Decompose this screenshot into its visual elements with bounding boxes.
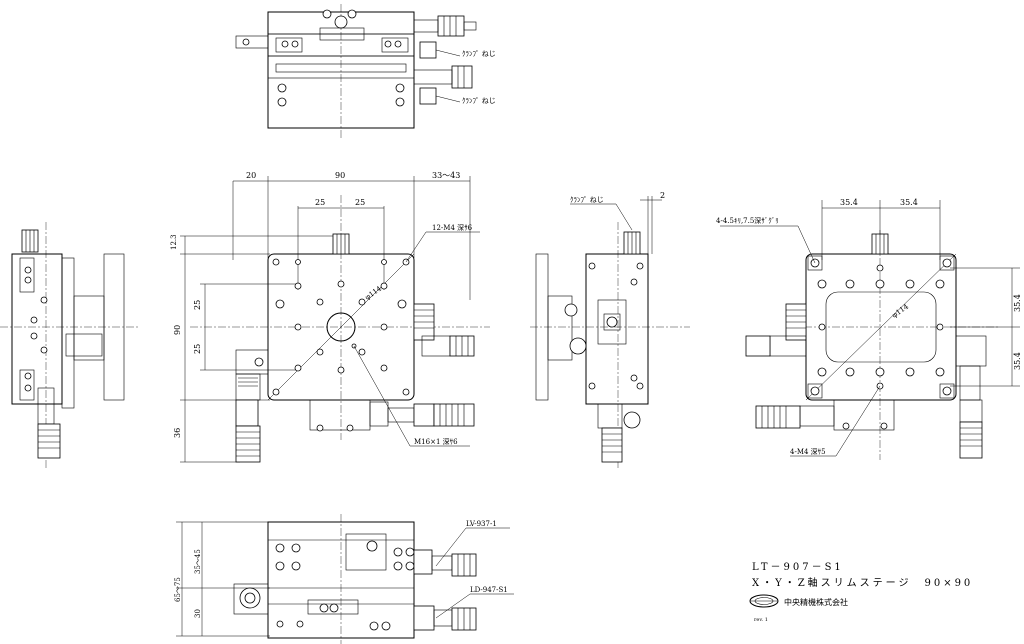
title-block: LT－907－S1 X・Y・Z軸スリムステージ 90×90 中央精機株式会社 r…: [749, 562, 973, 623]
top-clamp-label-1: ｸﾗﾝﾌﾟ ねじ: [462, 50, 496, 58]
bottom-dim-35-4a: 35.4: [840, 198, 858, 207]
front-note-12-m4: 12-M4 深ｻ6: [432, 223, 473, 232]
front-dim-36: 36: [173, 428, 182, 438]
front-dim-33-43: 33～43: [432, 171, 460, 180]
front-note-phi114: φ114: [364, 284, 384, 301]
front-view: 20 90 33～43 25 25 12.3 90 25 25 36: [170, 171, 490, 463]
front-dim-25c: 25: [193, 300, 202, 310]
front-note-m16: M16×1 深ｻ6: [414, 437, 458, 446]
left-view: [0, 222, 140, 470]
front-dim-12-3: 12.3: [170, 234, 178, 250]
top-clamp-label-2: ｸﾗﾝﾌﾟ ねじ: [462, 97, 496, 105]
bottom-dim-35-4b: 35.4: [900, 198, 918, 207]
bottom-note-4-4-5: 4-4.5ｷﾘ,7.5深ｻﾞｸﾞﾘ: [716, 216, 779, 225]
side-view: ｸﾗﾝﾌﾟ ねじ 2: [530, 191, 690, 470]
front-dim-90: 90: [335, 171, 345, 180]
lower-label-ld: LD-947-S1: [470, 586, 508, 594]
bottom-view: 35.4 35.4 35.4 35.4: [716, 198, 1022, 460]
company-name: 中央精機株式会社: [784, 597, 848, 607]
bottom-dim-35-4d: 35.4: [1013, 352, 1022, 370]
revision: rev. 1: [754, 617, 768, 623]
side-dim-2: 2: [660, 191, 665, 200]
lower-dim-30: 30: [194, 609, 202, 618]
front-dim-25a: 25: [315, 198, 325, 207]
bottom-note-4-m4: 4-M4 深ｻ5: [790, 447, 826, 456]
company-logo: [749, 594, 779, 608]
top-view: ｸﾗﾝﾌﾟ ねじ ｸﾗﾝﾌﾟ ねじ: [235, 4, 496, 140]
bottom-note-phi114: φ114: [891, 302, 911, 319]
front-dim-90v: 90: [173, 325, 182, 335]
bottom-dim-35-4c: 35.4: [1013, 294, 1022, 312]
model-number: LT－907－S1: [752, 562, 844, 573]
lower-label-lv: LV-937-1: [466, 520, 497, 528]
front-dim-25d: 25: [193, 344, 202, 354]
front-dim-25b: 25: [355, 198, 365, 207]
lower-view: 35～45 65～75 30 LV-937-1 LD-947-S1: [174, 514, 514, 644]
front-dim-20: 20: [246, 171, 256, 180]
lower-dim-65-75: 65～75: [174, 577, 182, 602]
side-clamp-label: ｸﾗﾝﾌﾟ ねじ: [570, 196, 604, 204]
product-description: X・Y・Z軸スリムステージ 90×90: [752, 576, 973, 589]
lower-dim-35-45: 35～45: [194, 549, 202, 574]
